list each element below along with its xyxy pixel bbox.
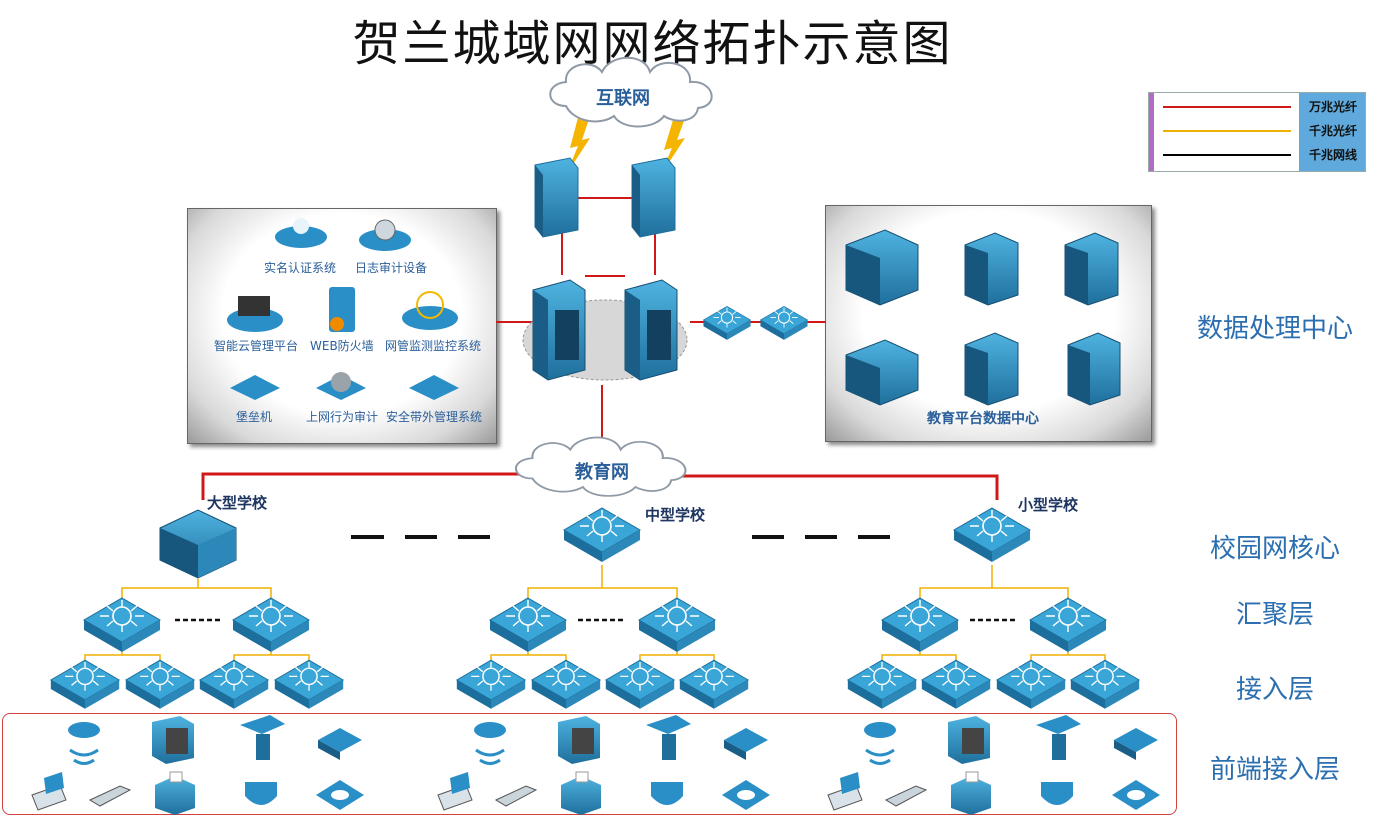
firewall-icon: [534, 157, 579, 238]
magnifier-icon: [374, 219, 396, 241]
layer-access: 接入层: [1235, 675, 1314, 705]
layer-aggregation: 汇聚层: [1235, 600, 1314, 630]
firewall-icon: [631, 157, 676, 238]
large-school-label: 大型学校: [207, 494, 268, 512]
nms-label: 网管监测监控系统: [385, 339, 482, 353]
person-icon: [293, 218, 309, 234]
internet-label: 互联网: [596, 88, 650, 109]
data-center-switch-icon: [702, 305, 752, 341]
core-server-icon: [624, 279, 678, 381]
magnifier-icon: [331, 372, 351, 392]
legend-row-1g-copper: 千兆网线: [1163, 145, 1363, 165]
1g-fiber-links: [84, 565, 1106, 665]
data-center-switch-icon: [563, 507, 641, 563]
wan-link-icon: [566, 110, 592, 175]
identity-auth-icon: [275, 226, 327, 248]
identity-auth-label: 实名认证系统: [264, 261, 337, 275]
shield-icon: [330, 317, 344, 331]
front-access-frame: [2, 713, 1177, 815]
log-audit-label: 日志审计设备: [355, 261, 428, 275]
monitor-icon: [238, 296, 270, 316]
legend-row-10g-fiber: 万兆光纤: [1163, 97, 1363, 117]
storage-array-icon: [845, 229, 919, 306]
monitor-icon: [152, 716, 194, 764]
storage-array-icon: [845, 339, 919, 406]
wireless-ap-icon: [68, 722, 100, 765]
ip-phone-icon: [316, 780, 364, 810]
legend: 万兆光纤 千兆光纤 千兆网线: [1148, 92, 1366, 172]
cloud-mgmt-label: 智能云管理平台: [214, 339, 299, 353]
oob-mgmt-icon: [409, 375, 459, 400]
tower-server-icon: [964, 232, 1019, 306]
medium-school-label: 中型学校: [645, 506, 706, 524]
layer-campus-core: 校园网核心: [1209, 534, 1340, 564]
tower-server-icon: [1064, 232, 1119, 306]
wan-link-icon: [660, 110, 688, 176]
waf-label: WEB防火墙: [310, 339, 374, 353]
radar-icon: [416, 291, 444, 319]
phone-icon: [88, 785, 132, 807]
behavior-audit-label: 上网行为审计: [306, 410, 379, 424]
l3-switch-icon: [953, 507, 1031, 563]
l3-switch-icon: [83, 597, 1107, 653]
core-server-icon: [532, 279, 586, 381]
voip-icon: [318, 728, 362, 760]
bastion-label: 堡垒机: [236, 410, 273, 424]
bastion-icon: [230, 375, 280, 400]
data-center-switch-icon: [759, 305, 809, 341]
small-school-label: 小型学校: [1018, 496, 1079, 514]
laptop-icon: [31, 772, 67, 811]
dome-camera-icon: [245, 782, 277, 805]
core-server-icon: [159, 509, 237, 579]
legend-row-1g-fiber: 千兆光纤: [1163, 121, 1363, 141]
tower-server-icon: [1067, 332, 1121, 406]
camera-icon: [240, 715, 285, 760]
printer-icon: [155, 771, 195, 815]
layer-front-access: 前端接入层: [1209, 755, 1340, 785]
page-title: 贺兰城域网网络拓扑示意图: [352, 16, 953, 72]
oob-mgmt-label: 安全带外管理系统: [386, 410, 483, 424]
edu-network-label: 教育网: [575, 462, 629, 483]
tower-server-icon: [964, 332, 1019, 406]
data-center-caption: 教育平台数据中心: [927, 411, 1039, 427]
layer-data-center: 数据处理中心: [1196, 314, 1353, 344]
l2-switch-icon: [50, 659, 1140, 710]
